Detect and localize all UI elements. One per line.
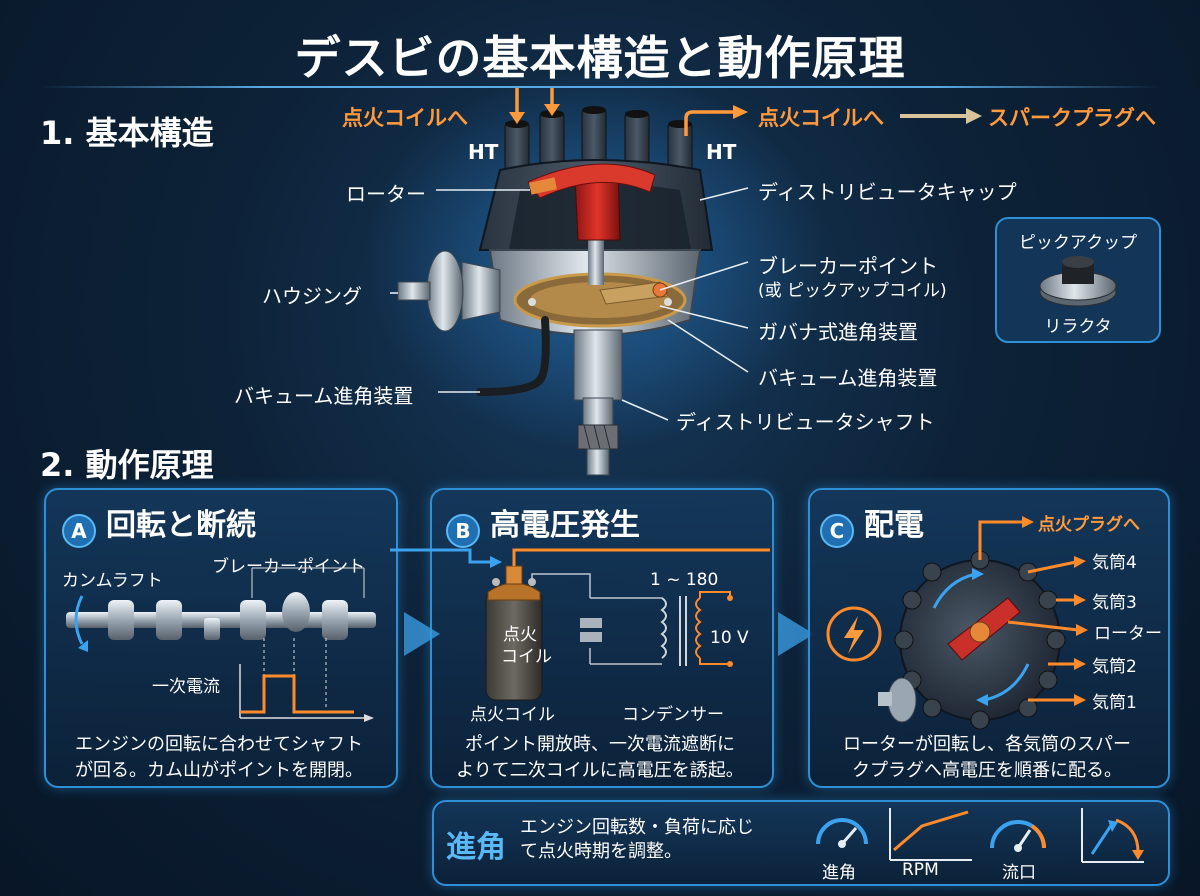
panel-a-description: エンジンの回転に合わせてシャフト が回る。カム山がポイントを開閉。 — [75, 734, 363, 781]
panel-a-title: 回転と断続 — [106, 508, 256, 543]
advance-icons — [816, 808, 1144, 863]
label-condenser: コンデンサー — [622, 705, 724, 725]
advance-description: エンジン回転数・負荷に応じ て点火時期を調整。 — [520, 817, 754, 862]
rotor-arm — [527, 163, 656, 199]
label-turns-ratio: 1 ~ 180 — [650, 570, 719, 590]
badge-c: C — [820, 513, 854, 548]
ignition-coil-body-label: 点火 コイル — [501, 625, 552, 667]
badge-b: B — [446, 513, 480, 548]
leader-lines — [390, 187, 749, 421]
label-ht-left: HT — [468, 140, 499, 164]
label-cylinder-4: 気筒4 — [1092, 553, 1137, 573]
vacuum-gauge-icon — [990, 820, 1047, 852]
panel-b-description: ポイント開放時、一次電流遮断に よりて二次コイルに高電圧を誘起。 — [456, 734, 744, 781]
pickup-box-reluctor: リラクタ — [1044, 317, 1112, 337]
spark-icon — [826, 606, 882, 662]
label-to-spark-plug: 点火プラグへ — [1038, 515, 1140, 535]
badge-a: A — [62, 513, 96, 548]
panel-c-title: 配電 — [864, 508, 924, 543]
ignition-circuit-diagram — [485, 548, 770, 701]
label-distributor-shaft: ディストリビュータシャフト — [676, 410, 935, 434]
label-breaker-point-a: ブレーカーポイント — [212, 557, 365, 577]
section-operation-principle: 2. 動作原理 — [40, 446, 214, 484]
panel-timing-advance — [432, 800, 1170, 886]
label-primary-current: 一次電流 — [152, 677, 220, 697]
label-ht-right: HT — [706, 140, 737, 164]
reluctor-icon — [1039, 256, 1117, 307]
label-governor-advance: ガバナ式進角装置 — [758, 320, 918, 344]
label-ignition-coil: 点火コイル — [470, 705, 555, 725]
camshaft-diagram — [66, 567, 376, 722]
vacuum-unit-small — [887, 677, 917, 723]
vacuum-hose — [476, 316, 550, 396]
label-cylinder-2: 気筒2 — [1092, 657, 1137, 677]
advance-gauge-icon — [816, 818, 868, 848]
icon-label-rpm: RPM — [902, 860, 939, 880]
label-pickup-coil-alt: (或 ピックアップコイル) — [758, 281, 947, 301]
label-distributor-cap: ディストリビュータキャップ — [758, 180, 1017, 204]
pickup-box-title: ピックアクップ — [1018, 233, 1138, 253]
panel-b-title: 高電圧発生 — [490, 508, 640, 543]
distribution-diagram — [826, 516, 1088, 730]
label-rotor: ローター — [346, 182, 426, 206]
label-camshaft: カンムラフト — [62, 571, 163, 591]
panel-c-header: C 配電 — [820, 500, 924, 548]
label-breaker-point: ブレーカーポイント — [758, 254, 938, 278]
label-housing: ハウジング — [262, 284, 362, 308]
label-coil-in: 点火コイルへ — [342, 106, 468, 130]
label-plug-out: スパークプラグへ — [988, 106, 1156, 130]
panel-b-header: B 高電圧発生 — [446, 500, 640, 548]
section-basic-structure: 1. 基本構造 — [40, 114, 214, 152]
label-vacuum-advance-right: バキューム進角装置 — [758, 366, 938, 390]
label-vacuum-advance-left: バキューム進角装置 — [234, 384, 414, 408]
icon-label-advance: 進角 — [822, 863, 856, 883]
icon-label-intake: 流口 — [1002, 863, 1036, 883]
panel-a-header: A 回転と断続 — [62, 500, 256, 548]
label-coil-out: 点火コイルへ — [758, 106, 884, 130]
panel-c-description: ローターが回転し、各気筒のスパー クプラグへ高電圧を順番に配る。 — [843, 734, 1131, 781]
label-cylinder-1: 気筒1 — [1092, 693, 1137, 713]
arrow-a-to-b — [404, 612, 440, 656]
arrow-b-to-c — [778, 612, 814, 656]
coil-input-arrows — [515, 88, 554, 114]
timing-axis-icon — [1081, 808, 1144, 863]
label-cylinder-3: 気筒3 — [1092, 593, 1137, 613]
advance-title: 進角 — [446, 830, 506, 865]
rpm-graph-icon — [889, 808, 972, 861]
label-voltage: 10 V — [710, 628, 749, 648]
label-rotor-c: ローター — [1094, 624, 1162, 644]
